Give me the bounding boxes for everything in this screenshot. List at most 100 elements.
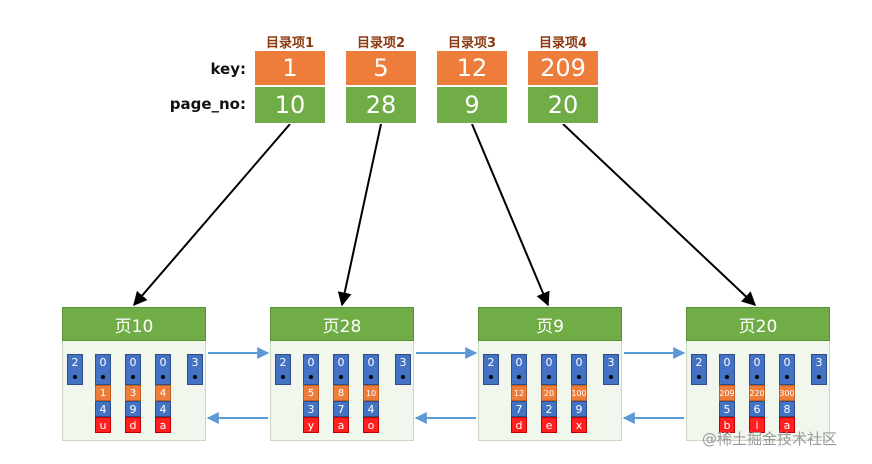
page-1-record-2-header: 0 xyxy=(125,354,141,385)
page-4-record-1-value: b xyxy=(719,417,735,433)
page-3-record-1-value: d xyxy=(511,417,527,433)
page-1-pointer-dot-2 xyxy=(101,375,105,379)
page-4-pointer-dot-1 xyxy=(697,375,701,379)
page-1-pointer-dot-1 xyxy=(73,375,77,379)
page-3-record-2-value: e xyxy=(541,417,557,433)
page-4-record-2-num: 6 xyxy=(749,401,765,417)
directory-entry-3-title: 目录项3 xyxy=(447,36,497,51)
directory-entry-3-key: 12 xyxy=(436,50,508,86)
page-4-record-2-value: i xyxy=(749,417,765,433)
page-2-record-1-key: 5 xyxy=(303,385,319,401)
key-row-label: key: xyxy=(210,60,246,78)
page-3-pointer-dot-3 xyxy=(547,375,551,379)
page-2-pointer-dot-4 xyxy=(369,375,373,379)
page-3-record-1-key: 12 xyxy=(511,385,527,401)
page-4-title: 页20 xyxy=(686,307,830,341)
page-1-record-1-key: 1 xyxy=(95,385,111,401)
directory-entry-4-key: 209 xyxy=(527,50,599,86)
page-3-infimum: 2 xyxy=(483,354,499,385)
directory-entry-3-page-no: 9 xyxy=(436,86,508,124)
page-2-record-3-value: o xyxy=(363,417,379,433)
page-2-record-2-num: 7 xyxy=(333,401,349,417)
page-1-record-3-value: a xyxy=(155,417,171,433)
page-4-pointer-dot-4 xyxy=(785,375,789,379)
page-4-supremum: 3 xyxy=(811,354,827,385)
page-4-pointer-dot-2 xyxy=(725,375,729,379)
page-2-record-2-key: 8 xyxy=(333,385,349,401)
directory-entry-1-title: 目录项1 xyxy=(265,36,315,51)
directory-to-page-arrow-4 xyxy=(562,123,757,306)
page-2-record-3-key: 10 xyxy=(363,385,379,401)
page-2-pointer-dot-1 xyxy=(281,375,285,379)
directory-to-page-arrow-2 xyxy=(337,123,382,307)
page-1-pointer-dot-3 xyxy=(131,375,135,379)
page-2-supremum: 3 xyxy=(395,354,411,385)
page-1-record-1-num: 4 xyxy=(95,401,111,417)
page-4-infimum: 2 xyxy=(691,354,707,385)
watermark: @稀土掘金技术社区 xyxy=(702,430,838,448)
page-2-record-1-value: y xyxy=(303,417,319,433)
page-3-record-2-header: 0 xyxy=(541,354,557,385)
page-3-record-2-key: 20 xyxy=(541,385,557,401)
page-1-pointer-dot-5 xyxy=(193,375,197,379)
page-2-record-2-value: a xyxy=(333,417,349,433)
page-2-pointer-dot-5 xyxy=(401,375,405,379)
page-3-record-3-key: 100 xyxy=(571,385,587,401)
page-2-title: 页28 xyxy=(270,307,414,341)
page-2-infimum: 2 xyxy=(275,354,291,385)
directory-to-page-arrow-1 xyxy=(133,123,291,307)
page-3-title: 页9 xyxy=(478,307,622,341)
page-1-record-2-value: d xyxy=(125,417,141,433)
page-3-record-3-num: 9 xyxy=(571,401,587,417)
page-3-pointer-dot-2 xyxy=(517,375,521,379)
page-2-record-1-header: 0 xyxy=(303,354,319,385)
page-2-record-3-num: 4 xyxy=(363,401,379,417)
page-3-record-1-num: 7 xyxy=(511,401,527,417)
page-3-record-3-value: x xyxy=(571,417,587,433)
page-4-record-3-key: 300 xyxy=(779,385,795,401)
page-4-record-1-num: 5 xyxy=(719,401,735,417)
page-4-record-1-key: 209 xyxy=(719,385,735,401)
page-3-supremum: 3 xyxy=(603,354,619,385)
directory-entry-4-page-no: 20 xyxy=(527,86,599,124)
page-no-row-label: page_no: xyxy=(169,95,246,113)
page-2-record-2-header: 0 xyxy=(333,354,349,385)
page-4-pointer-dot-3 xyxy=(755,375,759,379)
page-2-pointer-dot-2 xyxy=(309,375,313,379)
page-1-pointer-dot-4 xyxy=(161,375,165,379)
page-3-pointer-dot-4 xyxy=(577,375,581,379)
directory-entry-4-title: 目录项4 xyxy=(538,36,588,51)
directory-entry-2-key: 5 xyxy=(345,50,417,86)
page-3-pointer-dot-5 xyxy=(609,375,613,379)
directory-entry-2-page-no: 28 xyxy=(345,86,417,124)
page-4-record-1-header: 0 xyxy=(719,354,735,385)
page-1-record-1-value: u xyxy=(95,417,111,433)
page-3-record-2-num: 2 xyxy=(541,401,557,417)
page-4-record-3-header: 0 xyxy=(779,354,795,385)
page-3-record-1-header: 0 xyxy=(511,354,527,385)
page-1-record-3-key: 4 xyxy=(155,385,171,401)
directory-entry-2-title: 目录项2 xyxy=(356,36,406,51)
directory-to-page-arrow-3 xyxy=(471,123,550,307)
page-2-record-1-num: 3 xyxy=(303,401,319,417)
page-3-record-3-header: 0 xyxy=(571,354,587,385)
page-1-record-3-num: 4 xyxy=(155,401,171,417)
page-4-pointer-dot-5 xyxy=(817,375,821,379)
page-4-record-3-value: a xyxy=(779,417,795,433)
page-2-record-3-header: 0 xyxy=(363,354,379,385)
page-1-record-2-num: 9 xyxy=(125,401,141,417)
page-1-supremum: 3 xyxy=(187,354,203,385)
page-4-record-2-header: 0 xyxy=(749,354,765,385)
page-1-title: 页10 xyxy=(62,307,206,341)
directory-entry-1-key: 1 xyxy=(254,50,326,86)
page-1-record-1-header: 0 xyxy=(95,354,111,385)
page-3-pointer-dot-1 xyxy=(489,375,493,379)
directory-entry-1-page-no: 10 xyxy=(254,86,326,124)
page-1-record-3-header: 0 xyxy=(155,354,171,385)
page-1-record-2-key: 3 xyxy=(125,385,141,401)
